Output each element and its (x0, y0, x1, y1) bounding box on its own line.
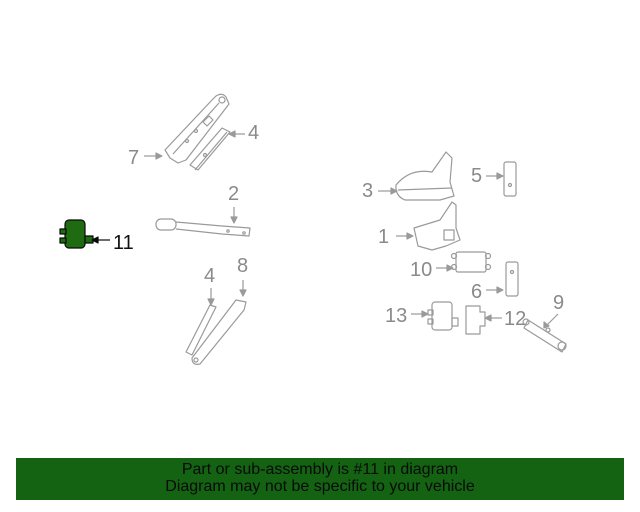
part-12-bracket (465, 305, 486, 335)
part-2-rod (155, 218, 251, 237)
arrow-6 (486, 286, 504, 294)
callout-6: 6 (471, 281, 483, 303)
callout-1: 1 (378, 226, 390, 248)
callout-13: 13 (385, 305, 408, 327)
part-7-bracket (164, 93, 230, 164)
callout-8: 8 (237, 255, 249, 277)
part-10-module (450, 251, 492, 273)
arrow-9 (543, 313, 559, 329)
part-4-upper (189, 127, 231, 171)
part-9-strip (522, 318, 567, 353)
arrow-10 (436, 264, 454, 272)
callout-4-upper: 4 (248, 122, 260, 144)
arrow-8 (239, 280, 247, 297)
part-11-module (59, 219, 94, 249)
arrow-5 (486, 172, 504, 180)
arrow-4-upper (228, 130, 245, 138)
part-3-antenna (395, 151, 455, 201)
part-8-strip (191, 299, 247, 365)
info-banner: Part or sub-assembly is #11 in diagram D… (16, 458, 624, 500)
arrow-12 (484, 314, 502, 322)
part-5-clip (503, 161, 517, 197)
banner-line-disclaimer: Diagram may not be specific to your vehi… (165, 478, 475, 495)
callout-9: 9 (553, 292, 565, 314)
part-4-lower (185, 304, 217, 356)
arrow-11 (91, 236, 110, 244)
arrow-3 (378, 187, 398, 195)
arrow-4-lower (207, 288, 215, 306)
callout-10: 10 (410, 259, 433, 281)
part-1-antenna-base (413, 201, 461, 251)
part-13-module (427, 301, 459, 331)
callout-7: 7 (128, 147, 140, 169)
callout-12: 12 (504, 308, 527, 330)
arrow-7 (144, 152, 163, 160)
part-6-clip (505, 261, 519, 297)
callout-11: 11 (113, 232, 134, 254)
callout-2: 2 (228, 183, 240, 205)
arrow-2 (230, 207, 238, 224)
banner-line-part-number: Part or sub-assembly is #11 in diagram (181, 461, 459, 478)
arrow-13 (411, 310, 429, 318)
callout-3: 3 (362, 180, 374, 202)
callout-4-lower: 4 (204, 265, 216, 287)
arrow-1 (396, 232, 414, 240)
callout-5: 5 (471, 165, 483, 187)
